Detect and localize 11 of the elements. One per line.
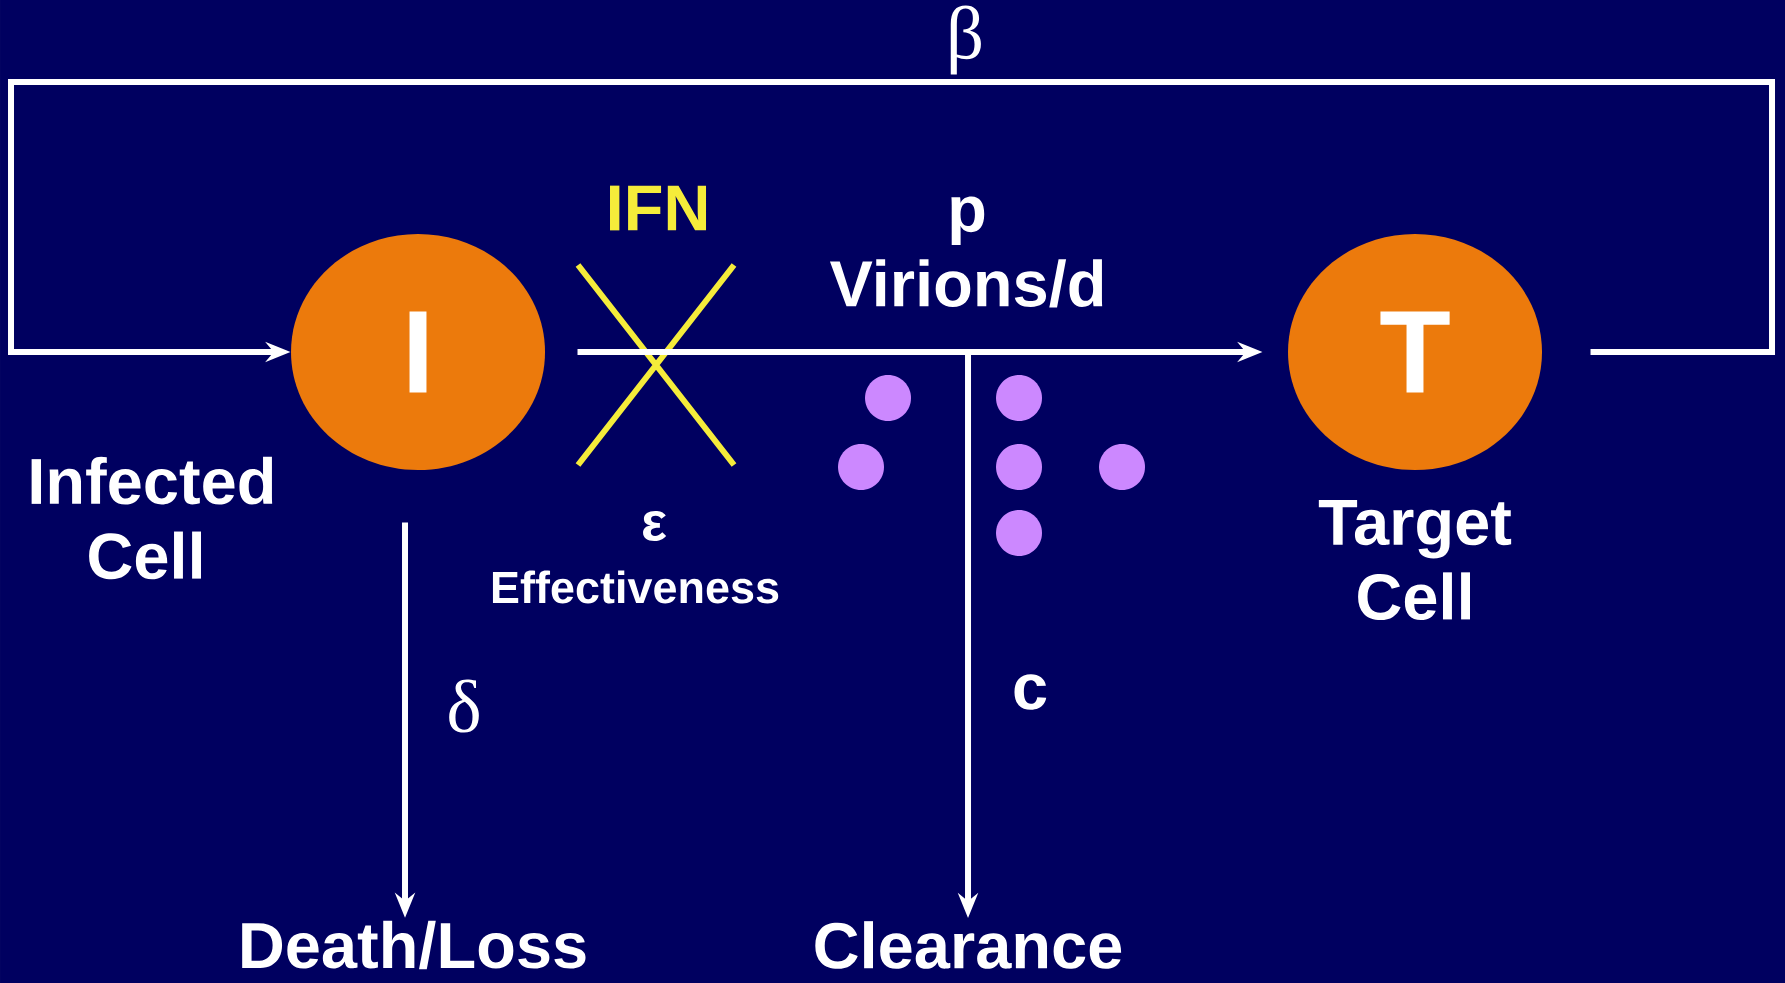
symbol-label: ε — [643, 510, 667, 542]
outcome-label: Death/Loss — [242, 920, 586, 970]
edge-label: β — [950, 5, 981, 75]
cell-label: Infected Cell — [31, 456, 273, 580]
edge-label: p Virions/d — [829, 196, 1103, 308]
drug-label: IFN — [610, 185, 707, 231]
parameter-label: Effectiveness — [492, 570, 779, 604]
outcome-label: Clearance — [815, 921, 1122, 969]
cell-label: Target Cell — [1318, 499, 1512, 621]
edge-label: δ — [449, 679, 479, 733]
edge-label: c — [1014, 674, 1047, 710]
